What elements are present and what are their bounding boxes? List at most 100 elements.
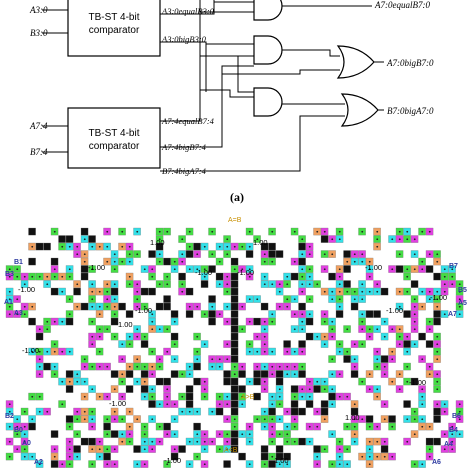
qca-dot (53, 455, 56, 458)
qca-dot (218, 283, 221, 286)
qca-dot (68, 448, 71, 451)
qca-dot (31, 245, 34, 248)
qca-dot (188, 373, 191, 376)
value-label: 1.00 (345, 413, 360, 422)
qca-dot (188, 463, 191, 466)
qca-dot (113, 305, 116, 308)
qca-dot (8, 290, 11, 293)
qca-dot (316, 455, 319, 458)
qca-dot (263, 335, 266, 338)
qca-dot (451, 275, 454, 278)
qca-dot (98, 328, 101, 331)
qca-dot (263, 328, 266, 331)
qca-dot (166, 395, 169, 398)
qca-dot (376, 230, 379, 233)
qca-dot (458, 290, 461, 293)
qca-dot (406, 268, 409, 271)
qca-cell (28, 317, 36, 326)
qca-cell (313, 445, 321, 453)
qca-dot (61, 463, 64, 466)
value-label: -1.00 (409, 378, 426, 387)
qca-dot (128, 335, 131, 338)
qca-cell (80, 265, 89, 273)
qca-dot (31, 350, 34, 353)
qca-dot (406, 335, 409, 338)
qca-cell (403, 310, 411, 318)
qca-dot (428, 320, 431, 323)
qca-dot (106, 230, 109, 233)
qca-cell (230, 287, 239, 296)
qca-dot (293, 418, 296, 421)
qca-cell (50, 257, 59, 266)
qca-dot (383, 365, 386, 368)
qca-dot (376, 388, 379, 391)
qca-dot (428, 425, 431, 428)
qca-dot (91, 343, 94, 346)
qca-dot (391, 350, 394, 353)
qca-dot (293, 230, 296, 233)
qca-dot (121, 395, 124, 398)
qca-dot (181, 260, 184, 263)
qca-cell (223, 377, 231, 386)
qca-dot (91, 410, 94, 413)
qca-dot (166, 275, 169, 278)
value-label: -1.00 (135, 306, 152, 315)
qca-dot (83, 260, 86, 263)
qca-dot (121, 230, 124, 233)
qca-cell (328, 272, 336, 281)
qca-dot (143, 268, 146, 271)
port-label: A5 (458, 300, 467, 307)
qca-dot (338, 463, 341, 466)
qca-dot (413, 328, 416, 331)
qca-dot (166, 350, 169, 353)
qca-cell (215, 272, 224, 281)
qca-dot (68, 380, 71, 383)
qca-dot (406, 440, 409, 443)
qca-cell (200, 280, 209, 288)
qca-dot (286, 433, 289, 436)
qca-dot (166, 433, 169, 436)
qca-dot (173, 260, 176, 263)
qca-dot (413, 410, 416, 413)
qca-cell (290, 272, 299, 281)
input-label: A7:4 (29, 121, 48, 131)
qca-dot (226, 238, 229, 241)
qca-dot (196, 335, 199, 338)
qca-dot (241, 365, 244, 368)
qca-dot (151, 373, 154, 376)
qca-dot (158, 260, 161, 263)
qca-dot (443, 410, 446, 413)
qca-dot (361, 343, 364, 346)
qca-cell (298, 340, 306, 348)
qca-dot (68, 245, 71, 248)
qca-dot (173, 433, 176, 436)
qca-cell (230, 310, 239, 318)
qca-dot (218, 403, 221, 406)
qca-dot (8, 440, 11, 443)
qca-dot (226, 305, 229, 308)
qca-cell (50, 430, 59, 438)
qca-dot (121, 380, 124, 383)
qca-dot (323, 230, 326, 233)
qca-dot (203, 448, 206, 451)
qca-dot (196, 358, 199, 361)
or-gate (340, 93, 379, 127)
qca-cell (290, 400, 299, 408)
qca-dot (188, 245, 191, 248)
value-label: 1.00 (118, 320, 133, 329)
qca-dot (308, 268, 311, 271)
qca-dot (151, 328, 154, 331)
qca-dot (76, 305, 79, 308)
qca-cell (230, 445, 239, 453)
qca-dot (241, 245, 244, 248)
qca-dot (398, 230, 401, 233)
port-label: A1 (4, 299, 13, 306)
qca-dot (241, 433, 244, 436)
qca-cell (230, 325, 239, 333)
qca-dot (353, 290, 356, 293)
qca-dot (398, 335, 401, 338)
qca-dot (136, 463, 139, 466)
qca-dot (383, 455, 386, 458)
qca-dot (413, 238, 416, 241)
qca-dot (76, 455, 79, 458)
